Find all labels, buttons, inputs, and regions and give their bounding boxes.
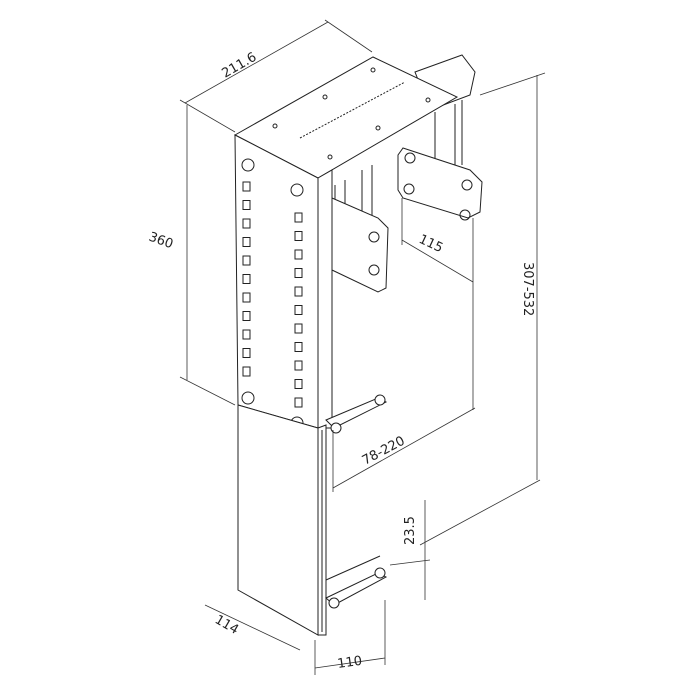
dimension-lines: [179, 19, 546, 675]
strap-slot: [242, 348, 251, 358]
strap-slot: [242, 237, 251, 247]
strap-slot: [242, 366, 251, 377]
strap-slot: [294, 342, 303, 352]
dim-110: 110: [336, 654, 363, 672]
strap-slot: [242, 181, 251, 192]
strap-slot: [294, 286, 303, 297]
strap-slot: [294, 397, 303, 408]
dim-307-532: 307-532: [520, 262, 535, 316]
strap-slot: [294, 212, 303, 223]
strap-slot: [242, 255, 251, 266]
cpu-holder: [233, 54, 483, 636]
strap-slot: [242, 311, 251, 321]
lower-panel: [237, 404, 319, 636]
side-edge: [317, 169, 333, 429]
front-mounting-plate: [331, 197, 389, 293]
strap-slot: [294, 360, 303, 371]
adjustment-slots: [299, 81, 406, 139]
dim-211-6: 211.6: [220, 50, 260, 82]
strap-slot: [294, 305, 303, 315]
strap-slot: [294, 249, 303, 260]
dim-114: 114: [212, 612, 241, 637]
strap-slot: [242, 292, 251, 303]
strap-slot: [242, 274, 251, 284]
strap-slot: [242, 329, 251, 340]
strap-slots: [242, 181, 303, 408]
strap-slot: [294, 231, 303, 241]
dim-115: 115: [416, 232, 445, 256]
front-panel: [234, 134, 319, 429]
strap-slot: [242, 200, 251, 210]
dim-360: 360: [147, 230, 175, 253]
strap-slot: [242, 218, 251, 229]
strap-slot: [294, 323, 303, 334]
rear-mounting-plate: [397, 147, 483, 219]
strap-slot: [294, 379, 303, 389]
strap-slot: [294, 268, 303, 278]
dim-78-220: 78-220: [360, 434, 408, 469]
dim-23-5: 23.5: [403, 516, 418, 545]
